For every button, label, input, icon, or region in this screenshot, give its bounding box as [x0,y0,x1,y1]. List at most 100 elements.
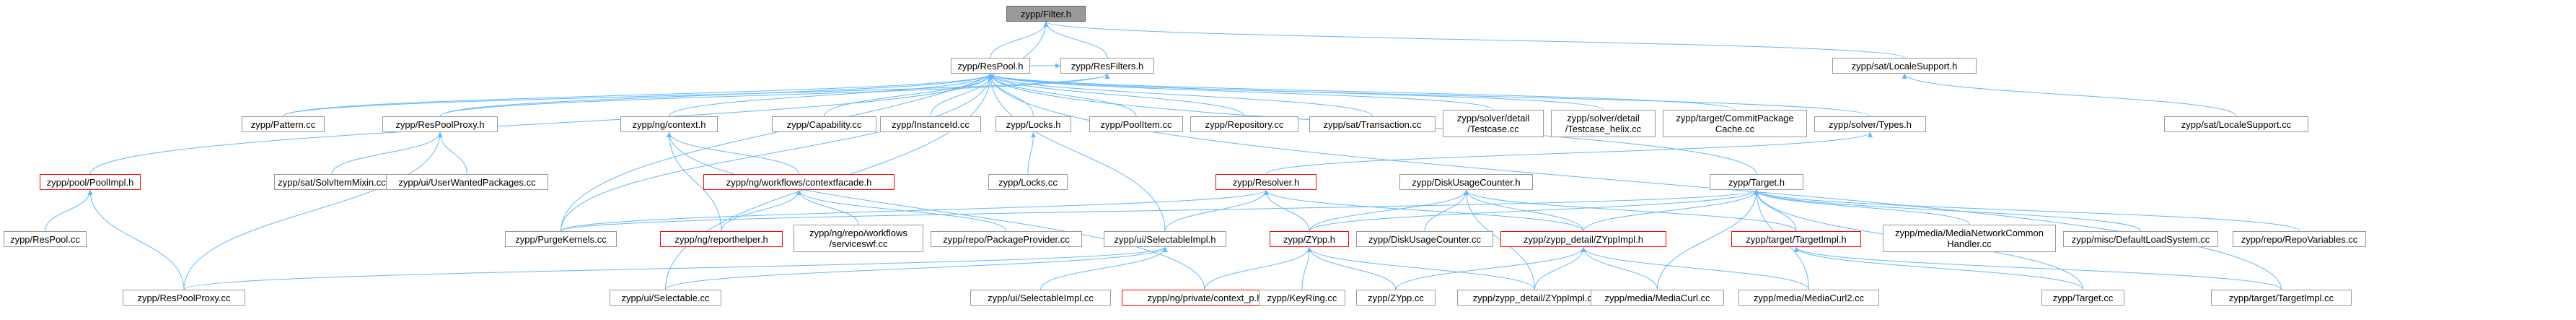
node-locks-h[interactable]: zypp/Locks.h [995,116,1071,132]
edge-respool_cc-to-pool_poolimpl_h [45,189,93,232]
node-filter-h[interactable]: zypp/Filter.h [1006,6,1086,22]
node-resolver-h[interactable]: zypp/Resolver.h [1216,174,1316,190]
node-diskusagecounter-cc[interactable]: zypp/DiskUsageCounter.cc [1356,231,1493,247]
dependency-edges [45,21,2300,290]
node-zypp-h[interactable]: zypp/ZYpp.h [1270,231,1349,247]
edge-zypp_cc-to-zypp_h [1306,246,1397,290]
node-purgekernels-cc[interactable]: zypp/PurgeKernels.cc [505,231,617,247]
edge-zypp_h-to-diskusagecounter_h [1309,189,1469,232]
edge-ng_workflows_contextfacade_h-to-ng_context_h [667,131,799,175]
node-solver-detail-testcase-cc[interactable]: zypp/solver/detail /Testcase.cc [1443,110,1544,137]
node-repository-cc[interactable]: zypp/Repository.cc [1190,116,1298,132]
node-zypp-cc[interactable]: zypp/ZYpp.cc [1356,290,1436,306]
edge-resolver_h-to-solver_types_h [1265,131,1873,175]
edge-media_mediacurl_cc-to-target_h [1657,189,1759,290]
edge-ng_context_h-to-respool_h [669,73,993,117]
edge-zypp_detail_zyppimpl_cc-to-zypp_h [1306,246,1535,290]
edge-resfilters_h-to-filter_h [1043,21,1108,59]
node-sat-solvitemixin-cc[interactable]: zypp/sat/SolvItemMixin.cc [274,174,390,190]
edge-repo_repovariables_cc-to-target_h [1754,189,2300,232]
node-ui-selectableimpl-h[interactable]: zypp/ui/SelectableImpl.h [1104,231,1226,247]
node-target-h[interactable]: zypp/Target.h [1710,174,1803,190]
node-target-targetimpl-cc[interactable]: zypp/target/TargetImpl.cc [2211,290,2352,306]
node-keyring-cc[interactable]: zypp/KeyRing.cc [1259,290,1345,306]
node-sat-localesupport-cc[interactable]: zypp/sat/LocaleSupport.cc [2164,116,2308,132]
edge-ui_selectableimpl_cc-to-ui_selectableimpl_h [1040,246,1168,290]
edge-ng_repo_workflows_serviceswf_cc-to-ng_workflows_contextfacade_h [796,189,859,225]
edge-respoolproxy_cc-to-ui_selectableimpl_h [183,246,1168,290]
node-target-targetimpl-h[interactable]: zypp/target/TargetImpl.h [1731,231,1861,247]
edge-sat_localesupport_cc-to-sat_localesupport_h [1902,73,2237,117]
node-misc-defaultloadsystem-cc[interactable]: zypp/misc/DefaultLoadSystem.cc [2063,231,2218,247]
edge-solver_types_h-to-respool_h [988,73,1871,117]
edge-zypp_h-to-target_h [1309,189,1759,232]
node-ng-reporthelper-h[interactable]: zypp/ng/reporthelper.h [660,231,783,247]
edge-pattern_cc-to-respool_h [283,73,993,117]
edge-zypp_detail_zyppimpl_h-to-resolver_h [1263,189,1584,232]
node-ui-selectable-cc[interactable]: zypp/ui/Selectable.cc [610,290,721,306]
edge-zypp_h-to-resolver_h [1263,189,1310,232]
node-resfilters-h[interactable]: zypp/ResFilters.h [1060,58,1154,74]
edge-repository_cc-to-respool_h [988,73,1245,117]
node-ui-userwantedpackages-cc[interactable]: zypp/ui/UserWantedPackages.cc [386,174,548,190]
node-respool-cc[interactable]: zypp/ResPool.cc [4,231,87,247]
node-solver-detail-testcase-helix-cc[interactable]: zypp/solver/detail /Testcase_helix.cc [1551,110,1656,137]
edge-target_targetimpl_cc-to-target_targetimpl_h [1793,246,2282,290]
edge-media_mediacurl2_cc-to-zypp_detail_zyppimpl_h [1581,246,1809,290]
node-capability-cc[interactable]: zypp/Capability.cc [772,116,876,132]
edge-respoolproxy_cc-to-respoolproxy_h [183,131,443,290]
node-solver-types-h[interactable]: zypp/solver/Types.h [1814,116,1926,132]
edge-respool_h-to-filter_h [990,21,1049,59]
edge-purgekernels_cc-to-respool_h [561,73,993,232]
edge-respoolproxy_h-to-respool_h [439,73,993,117]
edge-pattern_cc-to-resfilters_h [283,73,1110,117]
edge-respoolproxy_h-to-resfilters_h [439,73,1110,117]
node-zypp-detail-zyppimpl-h[interactable]: zypp/zypp_detail/ZYppImpl.h [1500,231,1666,247]
node-target-commitpackagecache-cc[interactable]: zypp/target/CommitPackage Cache.cc [1663,110,1807,137]
node-repo-repovariables-cc[interactable]: zypp/repo/RepoVariables.cc [2233,231,2366,247]
node-media-mediacurl2-cc[interactable]: zypp/media/MediaCurl2.cc [1738,290,1879,306]
node-media-mediacurl-cc[interactable]: zypp/media/MediaCurl.cc [1591,290,1724,306]
edge-ng_private_context_p_h-to-ng_context_h [667,131,1205,290]
node-media-medianetworkcommonhandler-cc[interactable]: zypp/media/MediaNetworkCommon Handler.cc [1883,225,2056,252]
node-repo-packageprovider-cc[interactable]: zypp/repo/PackageProvider.cc [931,231,1082,247]
node-zypp-detail-zyppimpl-cc[interactable]: zypp/zypp_detail/ZYppImpl.cc [1457,290,1612,306]
edge-ng_reporthelper_h-to-ng_workflows_contextfacade_h [721,189,801,232]
node-ng-repo-workflows-serviceswf-cc[interactable]: zypp/ng/repo/workflows /serviceswf.cc [794,225,923,252]
node-respoolproxy-h[interactable]: zypp/ResPoolProxy.h [382,116,498,132]
node-pattern-cc[interactable]: zypp/Pattern.cc [242,116,325,132]
edge-ng_private_context_p_h-to-zypp_h [1204,246,1312,290]
edge-media_mediacurl_cc-to-zypp_detail_zyppimpl_h [1581,246,1658,290]
edge-solver_detail_testcase_cc-to-respool_h [988,73,1494,111]
node-respool-h[interactable]: zypp/ResPool.h [951,58,1030,74]
edge-target_targetimpl_h-to-diskusagecounter_h [1464,189,1797,232]
edge-respoolproxy_cc-to-pool_poolimpl_h [87,189,185,290]
node-sat-transaction-cc[interactable]: zypp/sat/Transaction.cc [1309,116,1436,132]
node-poolitem-cc[interactable]: zypp/PoolItem.cc [1089,116,1183,132]
node-instanceid-cc[interactable]: zypp/InstanceId.cc [880,116,981,132]
edge-target_commitpackagecache_cc-to-respool_h [988,73,1736,111]
edge-capability_cc-to-respool_h [824,73,993,117]
edge-media_medianetworkcommonhandler_cc-to-target_h [1754,189,1970,225]
node-ng-context-h[interactable]: zypp/ng/context.h [620,116,718,132]
node-ng-private-context-p-h[interactable]: zypp/ng/private/context_p.h [1122,290,1288,306]
node-diskusagecounter-h[interactable]: zypp/DiskUsageCounter.h [1399,174,1533,190]
node-target-cc[interactable]: zypp/Target.cc [2041,290,2124,306]
edge-zypp_detail_zyppimpl_h-to-target_h [1583,189,1759,232]
edge-target_targetimpl_cc-to-respool_h [988,73,2282,290]
edge-locks_cc-to-locks_h [1027,131,1036,175]
edge-zypp_detail_zyppimpl_cc-to-zypp_detail_zyppimpl_h [1534,246,1586,290]
node-ng-workflows-contextfacade-h[interactable]: zypp/ng/workflows/contextfacade.h [703,174,894,190]
edge-instanceid_cc-to-respool_h [930,73,993,117]
edge-target_cc-to-target_targetimpl_h [1793,246,2083,290]
node-respoolproxy-cc[interactable]: zypp/ResPoolProxy.cc [123,290,245,306]
edge-zypp_cc-to-zypp_detail_zyppimpl_h [1395,246,1586,290]
edge-ng_reporthelper_h-to-ng_context_h [667,131,722,232]
edge-ui_selectable_cc-to-ui_selectableimpl_h [665,246,1168,290]
node-ui-selectableimpl-cc[interactable]: zypp/ui/SelectableImpl.cc [970,290,1111,306]
node-sat-localesupport-h[interactable]: zypp/sat/LocaleSupport.h [1832,58,1977,74]
node-locks-cc[interactable]: zypp/Locks.cc [988,174,1068,190]
node-pool-poolimpl-h[interactable]: zypp/pool/PoolImpl.h [40,174,141,190]
edge-purgekernels_cc-to-resolver_h [561,189,1269,232]
